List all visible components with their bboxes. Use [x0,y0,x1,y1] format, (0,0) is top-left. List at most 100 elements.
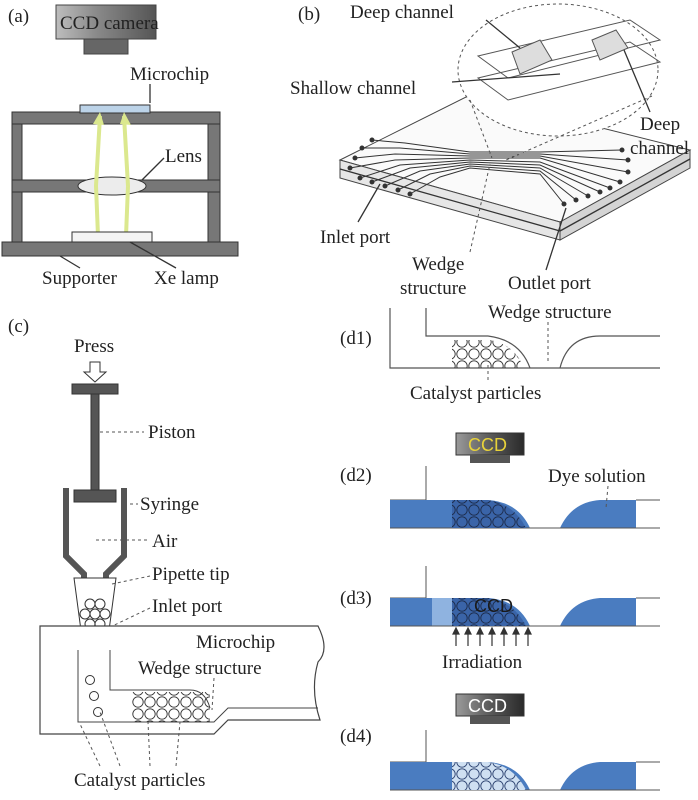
panel-d4: CCD (d4) [340,693,660,791]
panel-d1-tag: (d1) [340,328,372,349]
microchip-label: Microchip [130,64,209,85]
lens [77,176,147,196]
piston-head [71,383,119,395]
piston-rod [90,393,100,491]
d2-ccd-lens [470,455,510,463]
d4-ccd-lens [470,716,510,724]
catalyst-particles-c-label: Catalyst particles [74,770,205,791]
xe-lamp [71,231,153,243]
panel-d1: (d1) Wedge structure Catalyst particles [340,302,660,404]
catalyst-pack-c [132,692,210,722]
ccd-camera-label: CCD camera [60,13,159,34]
frame-base-plate [1,241,239,257]
d1-wedge-structure-label: Wedge structure [488,302,612,323]
d2-ccd-label: CCD [468,435,507,455]
panel-b: (b) [290,2,692,299]
d1-channel-outline-outlet [559,335,660,369]
deep-channel-top-label: Deep channel [350,2,454,23]
press-label: Press [74,336,114,357]
syringe-label: Syringe [140,494,199,515]
zoom-channel-bottom [476,41,662,101]
outlet-port-label: Outlet port [508,273,592,294]
shallow-channel-label: Shallow channel [290,78,416,99]
wedge-label-1: Wedge [412,254,464,275]
deep-channel-top-pointer [485,19,521,49]
zoom-channel-top [476,19,662,79]
panel-a: (a) CCD camera Microchip Lens Supporter … [1,4,239,289]
catalyst-pointers-c [79,711,181,767]
microchip-c-label: Microchip [196,632,275,653]
deep-channel-block-left [511,39,553,75]
channel-array [347,137,631,207]
xe-lamp-label: Xe lamp [154,268,219,289]
press-arrow-icon [82,361,108,383]
panel-c-tag: (c) [8,316,29,337]
d4-inlet-wall [390,730,427,763]
d1-catalyst-label: Catalyst particles [410,383,541,404]
panel-d3: (d3) CCD Irradiation [340,566,660,673]
chip-layer-line-front [339,168,561,232]
chip-channel [77,650,318,723]
wedge-structure-c-label: Wedge structure [138,658,262,679]
zoom-detail [476,19,662,101]
d1-channel-outline-wedge [425,308,531,369]
panel-a-tag: (a) [8,6,29,27]
air-label: Air [152,531,178,552]
ccd-camera-body [55,4,157,40]
lens-pointer [141,157,165,181]
d2-inlet-wall [390,466,427,501]
inlet-port-pointer [357,183,381,223]
pipette-tip-label: Pipette tip [152,564,230,585]
falling-particles [85,675,103,717]
d3-gradient-band [432,598,454,626]
d4-ccd-label: CCD [468,696,507,716]
frame-top-plate [11,111,221,125]
d3-irradiation-label: Irradiation [442,652,523,673]
panel-d3-tag: (d3) [340,588,372,609]
panel-c: (c) Press Piston Syringe Air Pipette tip… [8,316,325,791]
panel-d2: CCD (d2) Dye solution [340,432,660,529]
pipette-tip-pointer [111,575,151,585]
microchip-body [39,625,325,735]
d3-inlet-wall [390,566,427,599]
supporter-pointer [59,255,81,269]
light-ray-right [122,115,131,237]
light-ray-arrow-right [120,112,131,125]
deep-channel-right-label-1: Deep [640,114,680,135]
piston-label: Piston [148,422,196,443]
d1-catalyst-pack [452,340,524,368]
wedge-structure-c-pointer [211,677,215,711]
d3-catalyst-pack [452,598,526,626]
xe-lamp-pointer [129,241,177,269]
d4-catalyst-pack [452,762,526,790]
inlet-port-c-label: Inlet port [152,596,223,617]
d2-dye-solution-label: Dye solution [548,466,646,487]
d2-dye-pointer [605,485,609,509]
d2-catalyst-pack [452,500,526,528]
d3-irradiation-arrows [452,626,532,646]
lens-label: Lens [165,146,202,167]
deep-channel-right-label-2: channel [630,138,689,159]
chip-layer-line-side [559,158,691,232]
microchip-on-stage [79,104,151,114]
shallow-channel-pointer [451,73,561,83]
deep-channel-right-pointer [623,49,651,113]
panel-d4-tag: (d4) [340,726,372,747]
light-ray-left [93,115,102,237]
piston-plunger [73,489,117,503]
ccd-camera-lens [83,38,129,55]
zoom-connector-left [469,99,493,159]
d1-channel-outline-bottom [389,308,660,369]
outlet-port-pointer [545,207,567,271]
wedge-label-2: structure [400,278,466,299]
light-ray-arrow-left [93,112,104,125]
panel-d2-tag: (d2) [340,465,372,486]
supporter-label: Supporter [42,268,118,289]
deep-channel-block-right [591,29,629,61]
inlet-port-label: Inlet port [320,227,391,248]
d3-ccd-label: CCD [474,596,513,616]
zoom-connector-right [505,95,653,161]
panel-b-tag: (b) [298,4,320,25]
